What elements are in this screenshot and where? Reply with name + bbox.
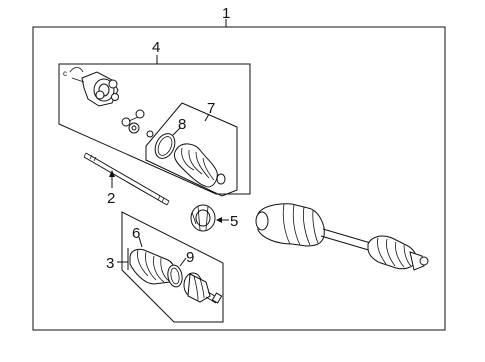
inner-boot <box>173 143 226 188</box>
callout-6: 6 <box>132 225 140 242</box>
group-3-frame <box>121 211 224 323</box>
callout-7: 7 <box>207 100 215 117</box>
assembly-frame <box>32 26 446 331</box>
callout-1: 1 <box>222 5 230 22</box>
complete-halfshaft-assembly <box>255 203 429 271</box>
outer-boot-6: 6 <box>129 225 175 285</box>
callout-8: 8 <box>178 116 186 133</box>
group-7-frame <box>145 102 238 197</box>
svg-text:c: c <box>63 69 67 78</box>
callout-3: 3 <box>106 255 114 272</box>
leader-9 <box>179 257 187 267</box>
group-4-frame <box>58 63 251 195</box>
callout-2: 2 <box>107 190 115 207</box>
tripod-spider <box>121 109 154 138</box>
callout-9: 9 <box>186 249 194 266</box>
leader-8 <box>172 127 181 136</box>
leader-7 <box>204 113 210 122</box>
callout-5: 5 <box>230 213 238 230</box>
inner-joint-housing: c <box>63 67 119 107</box>
callout-4: 4 <box>152 39 160 56</box>
seal-5: 5 <box>190 204 238 232</box>
clamp-ring-8: 8 <box>154 116 186 159</box>
leader-6 <box>138 236 143 248</box>
clamp-ring-9: 9 <box>167 249 194 288</box>
outer-cv-joint <box>183 272 223 304</box>
axle-shaft-2: 2 <box>83 152 170 207</box>
